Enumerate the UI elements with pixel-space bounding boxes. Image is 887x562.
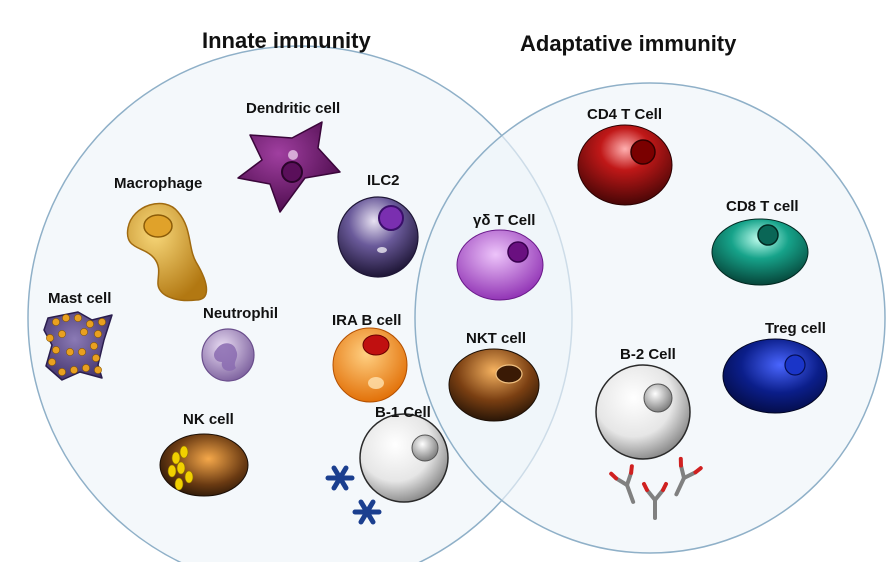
gamma-delta-t-cell-label: γδ T Cell	[473, 212, 536, 229]
nkt-cell-label: NKT cell	[466, 330, 527, 347]
cd4-t-cell-graphic	[577, 124, 673, 206]
antigen-graphic	[325, 465, 382, 525]
nk-cell-label: NK cell	[183, 411, 234, 428]
macrophage-graphic	[126, 202, 208, 302]
mast-cell-label: Mast cell	[48, 290, 112, 307]
gamma-delta-t-cell-graphic	[456, 229, 544, 301]
ira-b-cell-label: IRA B cell	[332, 312, 402, 329]
treg-cell-label: Treg cell	[765, 320, 826, 337]
cd8-t-cell-label: CD8 T cell	[726, 198, 799, 215]
adaptive-immunity-title: Adaptative immunity	[520, 31, 737, 56]
b1-cell-graphic	[359, 413, 449, 503]
nkt-cell-graphic	[448, 348, 540, 422]
nk-cell-graphic	[159, 433, 249, 497]
neutrophil-label: Neutrophil	[203, 305, 278, 322]
innate-immunity-title: Innate immunity	[202, 28, 371, 53]
ilc2-cell-graphic	[337, 196, 419, 278]
dendritic-cell-label: Dendritic cell	[246, 100, 341, 117]
macrophage-label: Macrophage	[114, 175, 203, 192]
b2-cell-graphic	[595, 364, 691, 460]
cd4-t-cell-label: CD4 T Cell	[587, 106, 663, 123]
adaptive-circle	[414, 82, 886, 554]
mast-cell-graphic	[43, 311, 113, 381]
b1-cell-label: B-1 Cell	[375, 404, 431, 421]
neutrophil-graphic	[201, 328, 255, 382]
dendritic-cell-graphic	[237, 121, 341, 213]
b2-cell-label: B-2 Cell	[620, 346, 676, 363]
ira-b-cell-graphic	[332, 327, 408, 403]
ilc2-label: ILC2	[367, 172, 400, 189]
antibody-graphic	[609, 456, 703, 520]
treg-cell-graphic	[722, 338, 828, 414]
cd8-t-cell-graphic	[711, 218, 809, 286]
